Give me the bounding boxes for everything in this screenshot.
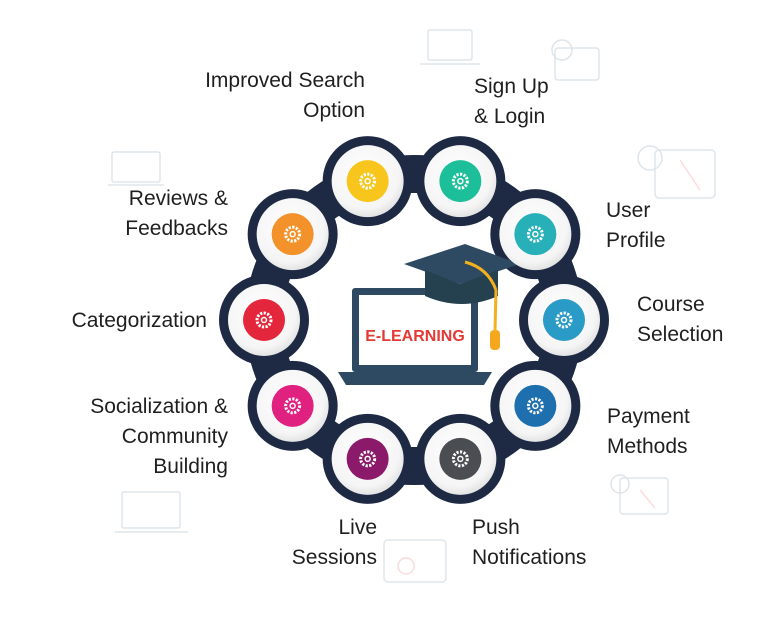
feature-label-categorization: Categorization <box>72 306 207 336</box>
feature-label-reviews-feedbacks: Reviews & Feedbacks <box>125 184 228 244</box>
feature-label-line: Socialization & <box>90 395 228 418</box>
node-color-dot <box>514 384 557 427</box>
feature-label-line: & Login <box>474 105 546 128</box>
feature-label-line: Building <box>153 455 228 478</box>
feature-node-course-selection <box>528 284 600 356</box>
feature-label-line: Notifications <box>472 546 587 569</box>
feature-label-line: Sign Up <box>474 75 549 98</box>
node-color-dot <box>346 160 389 203</box>
feature-label-line: Feedbacks <box>125 217 228 240</box>
feature-label-line: Profile <box>606 229 666 252</box>
feature-node-live-sessions <box>331 422 404 495</box>
gear-icon <box>359 450 377 468</box>
feature-nodes <box>228 145 600 495</box>
feature-label-line: Option <box>303 99 365 122</box>
feature-node-payment-methods <box>499 369 572 442</box>
node-color-dot <box>243 299 285 341</box>
faded-laptop-icon <box>115 491 188 533</box>
gear-icon <box>359 172 377 190</box>
center-label: E-LEARNING <box>365 328 465 345</box>
node-color-dot <box>439 160 482 203</box>
node-color-dot <box>439 437 482 480</box>
gear-icon <box>451 450 469 468</box>
feature-node-user-profile <box>499 198 572 271</box>
gear-icon <box>255 311 273 329</box>
feature-label-line: Improved Search <box>205 69 365 92</box>
faded-phone-icon <box>383 539 447 583</box>
node-color-dot <box>514 213 557 256</box>
faded-tablet-icon <box>551 39 600 81</box>
feature-label-line: Reviews & <box>128 187 228 210</box>
feature-label-line: Community <box>121 425 228 448</box>
node-color-dot <box>271 213 314 256</box>
feature-node-reviews-feedbacks <box>256 198 329 271</box>
gear-icon <box>284 225 302 243</box>
feature-label-line: Payment <box>607 405 690 428</box>
faded-tablet-icon <box>637 145 716 199</box>
feature-label-line: Methods <box>607 435 688 458</box>
feature-node-improved-search <box>331 145 404 218</box>
feature-label-line: Categorization <box>71 309 207 332</box>
gear-icon <box>284 397 302 415</box>
gear-icon <box>451 172 469 190</box>
feature-label-line: Push <box>472 516 520 539</box>
faded-laptop-icon <box>420 29 480 65</box>
feature-node-categorization <box>228 284 300 356</box>
feature-label-line: Selection <box>637 323 724 346</box>
feature-label-line: User <box>606 199 651 222</box>
node-color-dot <box>543 299 585 341</box>
gear-icon <box>526 225 544 243</box>
gear-icon <box>555 311 573 329</box>
graduation-cap-icon <box>404 244 520 350</box>
feature-node-socialization <box>256 369 329 442</box>
faded-tablet-icon <box>610 474 669 515</box>
feature-node-push-notifications <box>424 422 497 495</box>
background-decoration <box>108 29 716 583</box>
laptop-icon <box>338 288 492 385</box>
node-color-dot <box>271 384 314 427</box>
center-graphic: E-LEARNING <box>338 244 520 385</box>
feature-label-line: Live <box>338 516 377 539</box>
feature-label-sign-up-login: Sign Up & Login <box>474 72 549 132</box>
node-color-dot <box>346 437 389 480</box>
faded-monitor-icon <box>108 151 164 186</box>
feature-label-line: Course <box>637 293 705 316</box>
feature-node-sign-up-login <box>424 145 497 218</box>
feature-label-line: Sessions <box>291 546 377 569</box>
gear-icon <box>526 397 544 415</box>
